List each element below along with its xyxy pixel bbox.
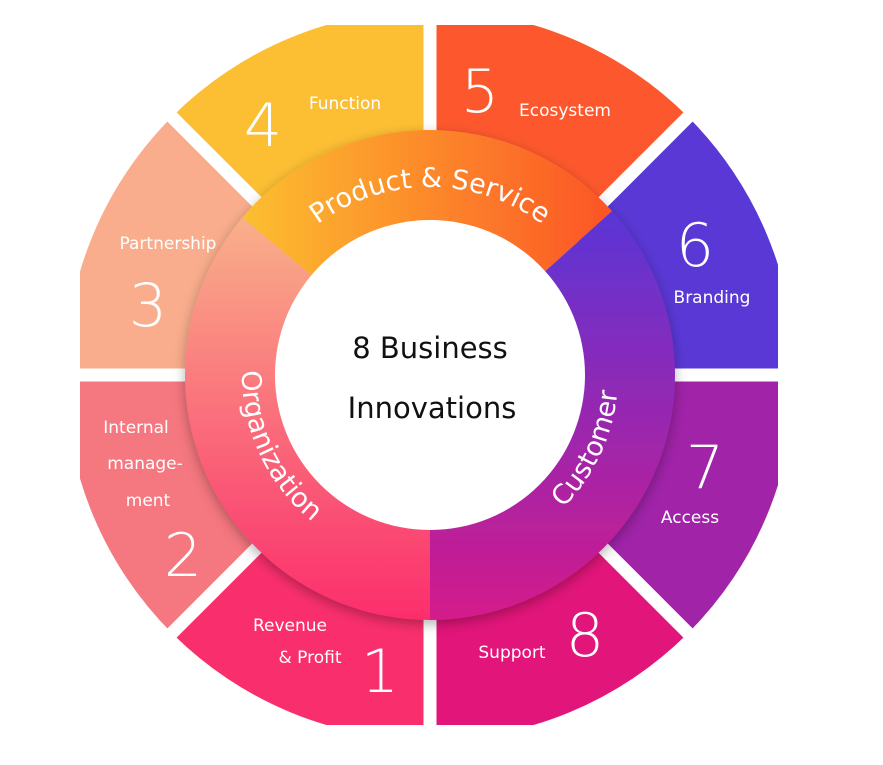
segment-4-label: Function [309, 94, 381, 114]
segment-7-label: Access [661, 508, 719, 528]
segment-4-number: 4 [244, 91, 282, 161]
segment-8-number: 8 [566, 601, 604, 671]
segment-2-label-line-1: Internal [103, 418, 169, 438]
segment-2-label-line-2: manage- [107, 454, 183, 474]
segment-3-label: Partnership [120, 234, 217, 254]
group-ring [184, 130, 675, 621]
segment-1-number: 1 [361, 637, 399, 707]
segment-5-label: Ecosystem [519, 101, 611, 121]
group-customer [430, 211, 675, 621]
segment-2-number: 2 [164, 521, 202, 591]
segment-2-label-line-3: ment [126, 491, 171, 511]
center-title-line-2: Innovations [348, 391, 517, 425]
segment-6-number: 6 [676, 211, 714, 281]
segment-5-number: 5 [461, 57, 499, 127]
segment-1-label-line-2: & Profit [278, 648, 341, 668]
center-circle [275, 220, 585, 530]
segment-3-number: 3 [129, 271, 167, 341]
group-organization [184, 217, 430, 620]
center-title-line-1: 8 Business [352, 331, 508, 365]
segment-8-label: Support [478, 643, 546, 663]
segment-6-label: Branding [674, 288, 751, 308]
segment-1-label-line-1: Revenue [253, 616, 327, 636]
group-product-service [242, 130, 613, 279]
segment-7-number: 7 [686, 433, 724, 503]
